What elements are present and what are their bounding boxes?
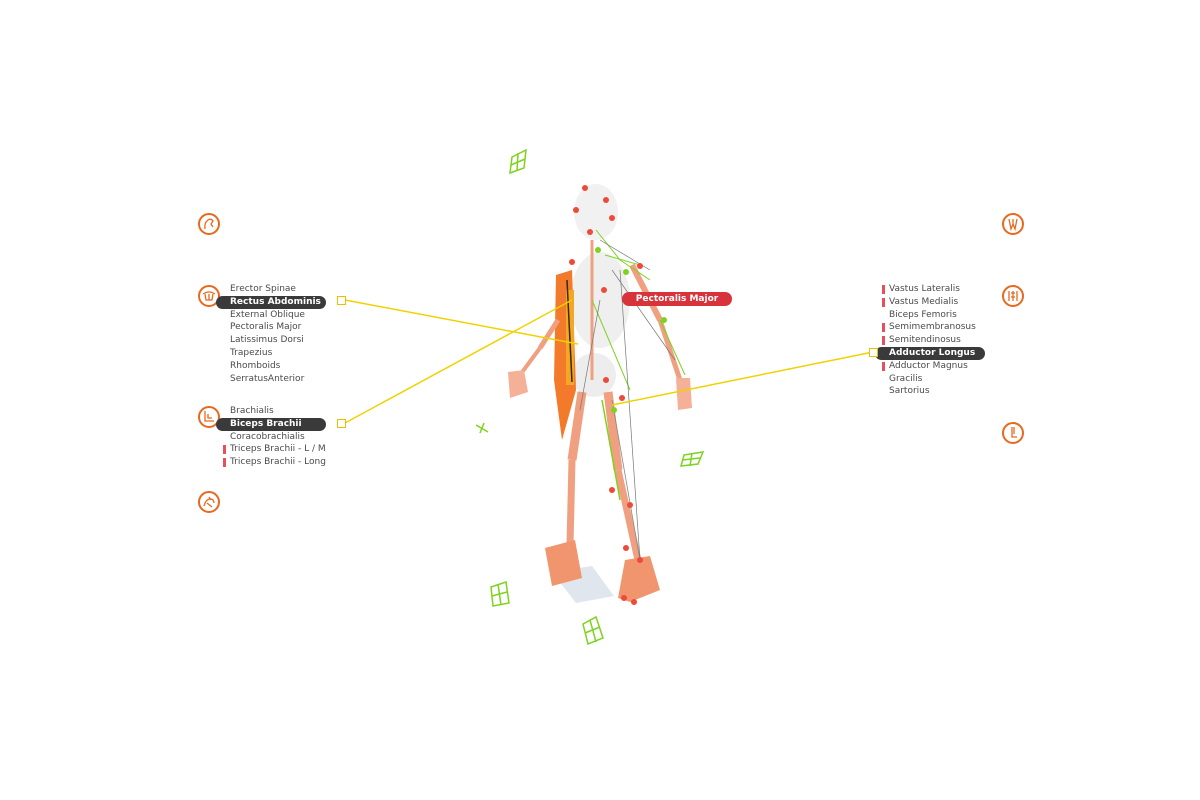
- lower-leg-icon[interactable]: [1002, 422, 1024, 444]
- flag-marker: [223, 445, 226, 455]
- leg-connector-handle[interactable]: [869, 348, 878, 357]
- camera-markers: [475, 148, 705, 646]
- list-item[interactable]: Biceps Femoris: [889, 309, 957, 320]
- list-item-selected[interactable]: Adductor Longus: [875, 346, 985, 360]
- list-item[interactable]: Latissimus Dorsi: [230, 335, 304, 346]
- list-item[interactable]: SerratusAnterior: [230, 373, 305, 384]
- pelvis: [572, 353, 616, 397]
- marker-dots: [569, 185, 667, 605]
- hip-icon[interactable]: [198, 491, 220, 513]
- torso-muscle-list: Erector Spinae Rectus Abdominis External…: [216, 283, 326, 385]
- head: [574, 184, 618, 240]
- leg-muscle-list: Vastus Lateralis Vastus Medialis Biceps …: [875, 283, 985, 398]
- torso-connector-handle[interactable]: [337, 296, 346, 305]
- list-item[interactable]: Pectoralis Major: [230, 322, 302, 333]
- thigh-back-icon[interactable]: [1002, 285, 1024, 307]
- list-item[interactable]: Coracobrachialis: [230, 431, 305, 442]
- list-item[interactable]: Erector Spinae: [230, 284, 296, 294]
- list-item-flagged[interactable]: Adductor Magnus: [882, 360, 985, 373]
- flag-marker: [882, 323, 885, 333]
- list-item-selected[interactable]: Rectus Abdominis: [216, 295, 326, 309]
- flag-marker: [882, 336, 885, 346]
- list-item[interactable]: Rhomboids: [230, 360, 281, 371]
- list-item[interactable]: Trapezius: [230, 347, 273, 358]
- legs: [545, 391, 660, 602]
- flag-marker: [223, 458, 226, 468]
- left-arm: [508, 270, 576, 440]
- marker-links: [591, 229, 686, 391]
- list-item-flagged[interactable]: Vastus Lateralis: [882, 283, 985, 296]
- list-item-flagged[interactable]: Semitendinosus: [882, 334, 985, 347]
- list-item[interactable]: Brachialis: [230, 406, 274, 416]
- list-item-selected[interactable]: Biceps Brachii: [216, 417, 326, 431]
- neck-icon[interactable]: [198, 213, 220, 235]
- flag-marker: [882, 361, 885, 371]
- list-item-flagged[interactable]: Semimembranosus: [882, 321, 985, 334]
- arm-muscle-list: Brachialis Biceps Brachii Coracobrachial…: [216, 405, 326, 469]
- list-item[interactable]: Gracilis: [889, 373, 923, 384]
- flag-marker: [882, 285, 885, 294]
- list-item-flagged[interactable]: Triceps Brachii - Long: [223, 456, 326, 469]
- muscle-callout-label[interactable]: Pectoralis Major: [622, 292, 732, 306]
- list-item[interactable]: Sartorius: [889, 386, 930, 397]
- list-item[interactable]: External Oblique: [230, 309, 305, 320]
- thigh-front-icon[interactable]: [1002, 213, 1024, 235]
- arm-icon[interactable]: [198, 406, 220, 428]
- flag-marker: [882, 297, 885, 307]
- arm-connector-handle[interactable]: [337, 419, 346, 428]
- list-item-flagged[interactable]: Vastus Medialis: [882, 296, 985, 309]
- right-arm: [629, 263, 692, 410]
- list-item-flagged[interactable]: Triceps Brachii - L / M: [223, 443, 326, 456]
- leader-lines: [344, 299, 874, 424]
